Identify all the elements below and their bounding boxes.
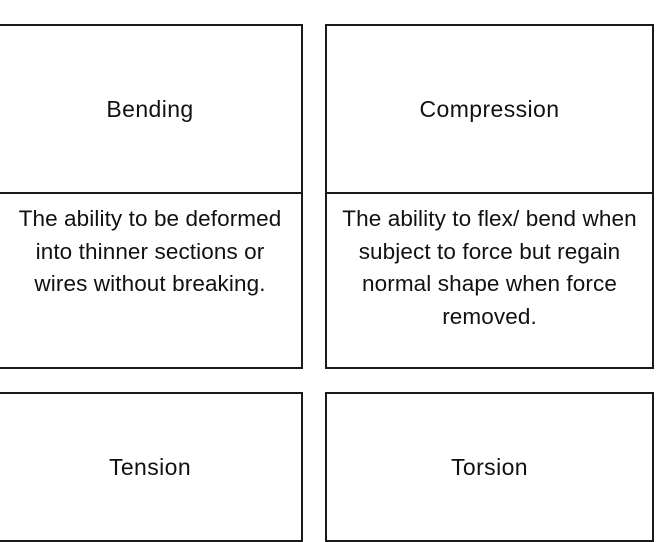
flashcard-description-area: The ability to flex/ bend when subject t… bbox=[327, 194, 652, 367]
flashcard-title: Bending bbox=[106, 96, 194, 122]
flashcard-title: Torsion bbox=[451, 454, 528, 480]
flashcard-tension[interactable]: Tension bbox=[0, 392, 303, 542]
flashcard-description: The ability to flex/ bend when subject t… bbox=[342, 206, 637, 329]
flashcard-bending[interactable]: Bending The ability to be deformed into … bbox=[0, 24, 303, 369]
flashcard-description: The ability to be deformed into thinner … bbox=[18, 206, 282, 296]
flashcard-title-area: Tension bbox=[0, 394, 301, 540]
flashcard-title-area: Torsion bbox=[327, 394, 652, 540]
flashcard-title: Tension bbox=[108, 454, 192, 480]
flashcard-title-area: Bending bbox=[0, 26, 301, 194]
flashcard-title-area: Compression bbox=[327, 26, 652, 194]
flashcard-torsion[interactable]: Torsion bbox=[325, 392, 654, 542]
flashcard-sheet: Bending The ability to be deformed into … bbox=[0, 24, 654, 542]
flashcard-title: Compression bbox=[419, 96, 560, 122]
flashcard-description-area: The ability to be deformed into thinner … bbox=[0, 194, 301, 367]
flashcard-compression[interactable]: Compression The ability to flex/ bend wh… bbox=[325, 24, 654, 369]
